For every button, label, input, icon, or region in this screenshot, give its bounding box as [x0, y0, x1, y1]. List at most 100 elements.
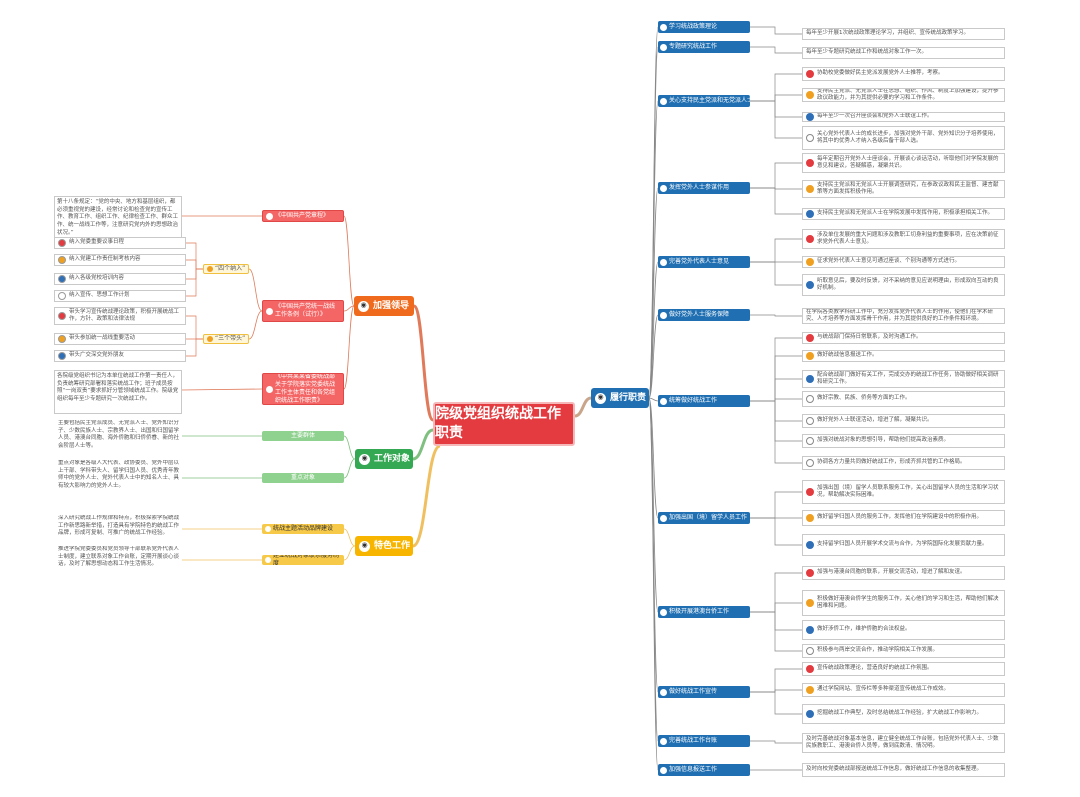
sub-topic-label: 积极开展港澳台侨工作 — [669, 607, 730, 615]
connector-line — [343, 435, 356, 460]
connector-line — [750, 26, 802, 35]
priority-icon — [806, 334, 814, 342]
description-paragraph: 重点对象是各级人大代表、政协委员、党外中层以上干部、学科带头人、留学归国人员、优… — [58, 460, 180, 490]
connector-line — [343, 458, 356, 479]
note-8-3: 积极参与两岸交流合作，推动学院相关工作发展。 — [802, 644, 1005, 658]
note-9-1: 通过学院网站、宣传栏等多种渠道宣传统战工作成效。 — [802, 683, 1005, 697]
description-paragraph: 深入研究统战工作规律和特点，积极探索学院统战工作新思路新举措，打造具有学院特色的… — [58, 515, 180, 537]
branch-gongzuo-duixiang[interactable]: ◉工作对象 — [355, 449, 413, 469]
connector-line — [181, 388, 263, 391]
group-label: 主要群体 — [290, 431, 315, 439]
group-zhuyao[interactable]: 主要群体 — [262, 431, 344, 441]
source-label: 《中国共产党章程》 — [275, 211, 330, 219]
connector-line — [750, 400, 802, 464]
sub-topic-8[interactable]: 积极开展港澳台侨工作 — [658, 606, 750, 618]
priority-icon — [806, 647, 814, 655]
connector-line — [343, 528, 356, 547]
sub-topic-label: 关心支持民主党派和无党派人士建设 — [669, 96, 750, 104]
group-0[interactable]: “四个纳入” — [203, 264, 249, 274]
feature-label: 统战主题活动品牌建设 — [273, 524, 334, 532]
branch-label: 特色工作 — [374, 540, 411, 551]
group-bullet-icon — [207, 266, 213, 272]
group-item-1-1: 带头参加统一战线重要活动 — [54, 333, 186, 345]
group-item-text: 带头广交深交党外朋友 — [69, 352, 125, 359]
sub-topic-label: 学习统战政策理论 — [669, 22, 718, 30]
branch-tese-gongzuo[interactable]: ◉特色工作 — [355, 536, 413, 556]
sub-topic-0[interactable]: 学习统战政策理论 — [658, 21, 750, 33]
note-6-3: 做好宗教、民族、侨务等方面的工作。 — [802, 391, 1005, 407]
note-text: 每年至少专题研究统战工作和统战对象工作一次。 — [806, 49, 928, 56]
note-6-1: 做好统战信息报送工作。 — [802, 350, 1005, 362]
group-label: 重点对象 — [290, 473, 315, 481]
note-5-0: 在学院各类教学科研工作中，充分发挥党外代表人士的作用，使他们在学术研究、人才培养… — [802, 308, 1005, 324]
note-text: 听取意见后，要及时反馈，对不采纳的意见应说明理由，形成双向互动的良好机制。 — [817, 277, 999, 291]
sub-topic-2[interactable]: 关心支持民主党派和无党派人士建设 — [658, 95, 750, 107]
priority-icon — [806, 185, 814, 193]
connector-line — [412, 444, 441, 548]
note-text: 做好涉侨工作，维护侨胞的合法权益。 — [817, 626, 911, 633]
note-text: 征求党外代表人士意见可通过座谈、个别沟通等方式进行。 — [817, 258, 961, 265]
note-text: 配合统战部门做好有关工作，完成交办的统战工作任务，协助做好相关调研和研究工作。 — [817, 371, 999, 385]
note-text: 支持民主党派和无党派人士在学院发展中发挥作用，积极承担相关工作。 — [817, 210, 994, 217]
feature-0[interactable]: 统战主题活动品牌建设 — [262, 524, 344, 534]
sub-topic-label: 加强信息报送工作 — [669, 765, 718, 773]
sub-topic-4[interactable]: 完善党外代表人士意见 — [658, 256, 750, 268]
center-topic[interactable]: 院级党组织统战工作职责 — [433, 402, 575, 446]
note-8-2: 做好涉侨工作，维护侨胞的合法权益。 — [802, 620, 1005, 640]
sub-bullet-icon — [660, 397, 667, 405]
group-label: “四个纳入” — [215, 264, 246, 272]
priority-icon — [806, 541, 814, 549]
sub-topic-3[interactable]: 发挥党外人士参谋作用 — [658, 182, 750, 194]
feature-1[interactable]: 建立统战对象联系服务制度 — [262, 555, 344, 565]
priority-icon — [806, 514, 814, 522]
note-text: 通过学院网站、宣传栏等多种渠道宣传统战工作成效。 — [817, 686, 950, 693]
note-text: 做好留学归国人员的服务工作，发挥他们在学院建设中的积极作用。 — [817, 514, 983, 521]
note-2-2: 每年至少一次召开座谈会和党外人士联谊工作。 — [802, 112, 1005, 122]
branch-jiaqiang-lingdao[interactable]: ◉加强领导 — [354, 296, 414, 316]
priority-icon — [58, 335, 66, 343]
connector-line — [186, 338, 203, 357]
group-item-0-1: 纳入党建工作责任制考核内容 — [54, 254, 186, 266]
sub-topic-7[interactable]: 加强出国（境）留学人员工作 — [658, 512, 750, 524]
feature-bullet-icon — [265, 557, 271, 563]
sub-bullet-icon — [660, 311, 667, 319]
group-zhongdian[interactable]: 重点对象 — [262, 473, 344, 483]
source-shengwei[interactable]: 《中共某某省委统战部关于学院落实党委统战工作主体责任和各党组织统战工作职责》 — [262, 373, 344, 405]
source-label: 《中国共产党统一战线工作条例（试行）》 — [275, 302, 336, 318]
note-text: 支持留学归国人员开展学术交流与合作，为学院国际化发展贡献力量。 — [817, 541, 988, 548]
doc-icon — [266, 212, 273, 220]
connector-line — [343, 215, 355, 307]
priority-icon — [806, 113, 814, 121]
source-tiaoli[interactable]: 《中国共产党统一战线工作条例（试行）》 — [262, 300, 344, 322]
note-11-0: 及时向校党委统战部报送统战工作信息，做好统战工作信息的收集整理。 — [802, 763, 1005, 777]
note-9-2: 挖掘统战工作典型，及时总结统战工作经验，扩大统战工作影响力。 — [802, 704, 1005, 724]
connector-line — [750, 611, 802, 652]
sub-topic-1[interactable]: 专题研究统战工作 — [658, 41, 750, 53]
group-item-1-0: 带头学习宣传统战理论政策，积极开展统战工作，方针、政策和法律法规 — [54, 307, 186, 325]
sub-topic-label: 统筹做好统战工作 — [669, 396, 718, 404]
group-item-text: 纳入宣传、思想工作计划 — [69, 292, 130, 299]
group-label: “三个带头” — [215, 334, 246, 342]
sub-bullet-icon — [660, 43, 667, 51]
sub-topic-label: 加强出国（境）留学人员工作 — [669, 513, 748, 521]
branch-label: 加强领导 — [373, 300, 410, 311]
description-paragraph: 主要包括民主党派成员、无党派人士、党外知识分子、少数民族人士、宗教界人士、出国和… — [58, 420, 180, 450]
note-4-0: 涉及单位发展的重大问题和涉及教职工切身利益的重要事项，应在决策前征求党外代表人士… — [802, 229, 1005, 249]
source-zhangcheng[interactable]: 《中国共产党章程》 — [262, 210, 344, 222]
note-text: 每年定期召开党外人士座谈会，开展谈心谈话活动，听取他们对学院发展的意见和建议，答… — [817, 155, 999, 169]
sub-bullet-icon — [660, 688, 667, 696]
sub-topic-9[interactable]: 做好统战工作宣传 — [658, 686, 750, 698]
note-text: 与统战部门保持日常联系，及时沟通工作。 — [817, 334, 922, 341]
sub-topic-5[interactable]: 做好党外人士服务保障 — [658, 309, 750, 321]
note-6-6: 协调各方力量共同做好统战工作，形成齐抓共管的工作格局。 — [802, 456, 1005, 470]
group-1[interactable]: “三个带头” — [203, 334, 249, 344]
sub-topic-6[interactable]: 统筹做好统战工作 — [658, 395, 750, 407]
note-text: 加强对统战对象的思想引导，帮助他们提高政治素质。 — [817, 437, 950, 444]
sub-topic-11[interactable]: 加强信息报送工作 — [658, 764, 750, 776]
priority-icon — [806, 159, 814, 167]
sub-topic-10[interactable]: 完善统战工作台账 — [658, 735, 750, 747]
note-7-0: 加强出国（境）留学人员联系服务工作，关心出国留学人员的生活和学习状况，帮助解决实… — [802, 480, 1005, 504]
branch-lvxing-zhize[interactable]: ◉履行职责 — [591, 388, 649, 408]
